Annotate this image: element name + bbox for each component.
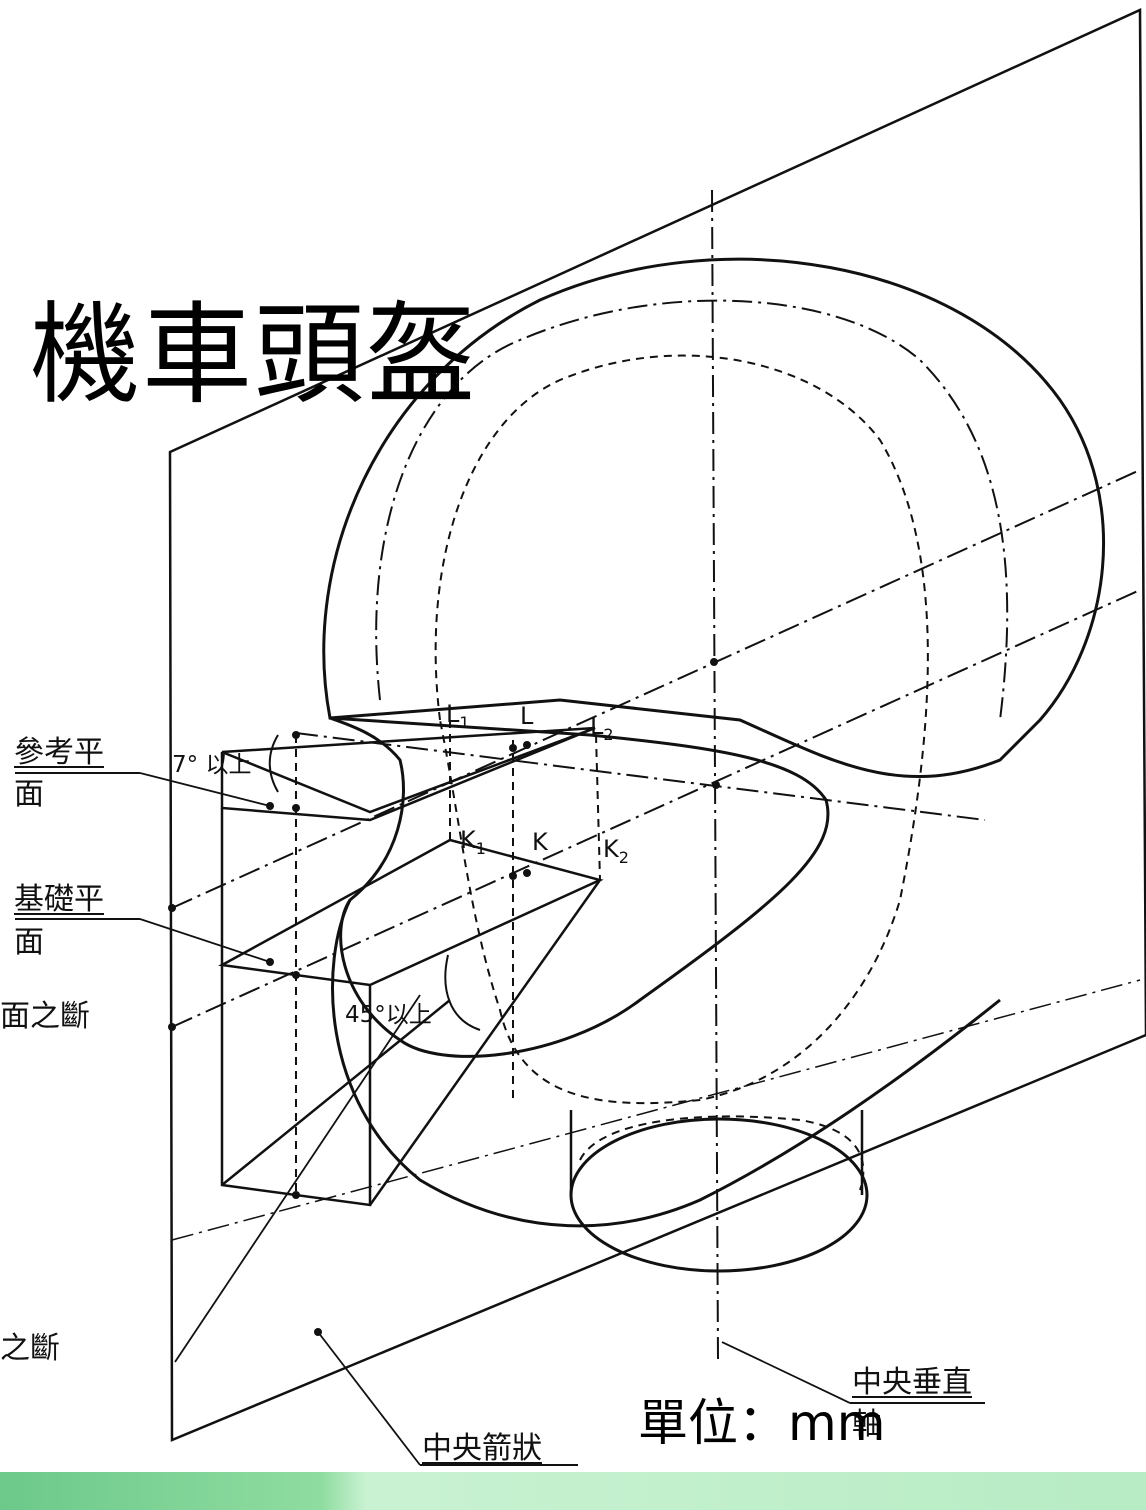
page-title: 機車頭盔 xyxy=(30,291,478,419)
sagittal-plane-label: 中央箭狀 xyxy=(422,1431,542,1466)
basic-plane-label: 基礎平 xyxy=(14,882,104,917)
vertical-axis xyxy=(711,189,719,1361)
point-K: K xyxy=(532,828,548,856)
reference-plane-label: 參考平 xyxy=(14,735,104,770)
helmet-outer xyxy=(322,257,1105,779)
angle-lower-label: 45°以上 xyxy=(345,1002,432,1028)
angle-upper-label: 7° 以上 xyxy=(172,752,252,778)
point-L: L xyxy=(520,702,534,730)
point-K1: K1 xyxy=(460,826,486,858)
point-L1: L1 xyxy=(446,700,470,732)
helmet-opening xyxy=(329,716,830,1058)
cut-plane-label-1: 面之斷 xyxy=(0,999,90,1034)
reference-plane-label-2: 面 xyxy=(14,777,44,812)
neck-base xyxy=(569,1117,869,1273)
vertical-axis-label: 中央垂直 xyxy=(852,1365,972,1400)
units-label: 單位：mm xyxy=(638,1394,886,1452)
head-profile xyxy=(434,354,929,1105)
point-L2: L2 xyxy=(590,712,614,744)
sagittal-plane xyxy=(168,8,1146,1442)
basic-plane-label-2: 面 xyxy=(14,925,44,960)
helmet-lower xyxy=(331,899,1001,1228)
cut-plane-label-2: 之斷 xyxy=(0,1331,60,1366)
vertical-axis-label-2: 軸 xyxy=(852,1407,882,1442)
basic-plane xyxy=(218,838,604,987)
reference-plane xyxy=(221,726,596,814)
point-K2: K2 xyxy=(603,835,629,867)
bottom-bar xyxy=(0,1472,1146,1510)
